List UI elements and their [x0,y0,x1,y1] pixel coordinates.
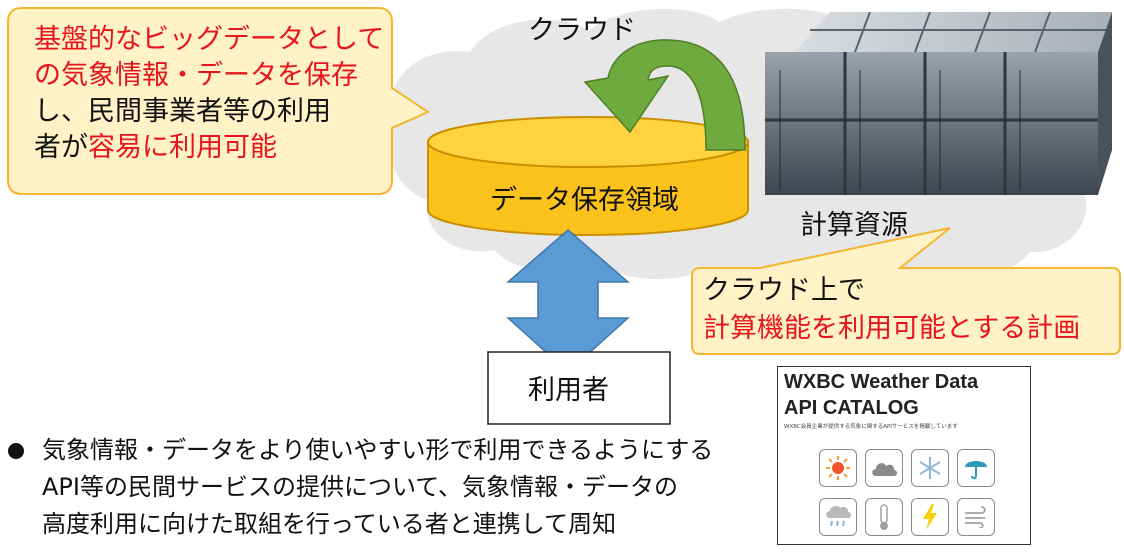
callout-right-line-1: クラウド上で [703,275,865,306]
user-label: 利用者 [528,375,609,406]
cloud-icon [865,449,903,487]
rain-cloud-icon [819,498,857,536]
catalog-title-line-1: WXBC Weather Data [784,371,979,393]
catalog-subtitle: WXBC会員企業が提供する気象に関するAPIサービスを掲載しています [784,424,958,430]
server-rack-icon [765,11,1112,195]
user-box [487,351,671,425]
umbrella-icon [957,449,995,487]
callout-line-1: 基盤的なビッグデータとして [34,24,385,55]
curved-arrow [583,39,746,151]
callout-line-4-prefix: 者が [34,132,88,163]
callout-line-2: の気象情報・データを保存 [34,60,358,91]
bullet-line-3: 高度利用に向けた取組を行っている者と連携して周知 [42,510,617,538]
bullet-dot-icon [8,443,24,459]
catalog-title-line-2: API CATALOG [784,397,919,419]
cloud-label: クラウド [528,15,636,46]
callout-top-left-bubble [7,7,431,195]
callout-line-4: 者が容易に利用可能 [34,130,384,166]
callout-line-3: し、民間事業者等の利用 [34,96,331,127]
bullet-line-2: API等の民間サービスの提供について、気象情報・データの [42,473,679,501]
lightning-icon [911,498,949,536]
bullet-text: 気象情報・データをより使いやすい形で利用できるようにする API等の民間サービス… [8,432,768,543]
callout-right-bubble [691,227,1121,355]
callout-line-4-highlight: 容易に利用可能 [88,132,277,163]
snowflake-icon [911,449,949,487]
callout-right-text: クラウド上で 計算機能を利用可能とする計画 [703,272,1080,348]
compute-label: 計算資源 [800,210,908,241]
wind-icon [957,498,995,536]
bullet-line-1: 気象情報・データをより使いやすい形で利用できるようにする [42,436,714,464]
sun-icon [819,449,857,487]
storage-label: データ保存領域 [490,185,679,216]
storage-cylinder [427,116,749,236]
callout-top-left-text: 基盤的なビッグデータとして の気象情報・データを保存 し、民間事業者等の利用 者… [34,22,384,166]
thermometer-icon [865,498,903,536]
callout-right-line-2: 計算機能を利用可能とする計画 [703,313,1081,344]
api-catalog-thumbnail: WXBC Weather Data API CATALOG WXBC会員企業が提… [777,366,1031,545]
